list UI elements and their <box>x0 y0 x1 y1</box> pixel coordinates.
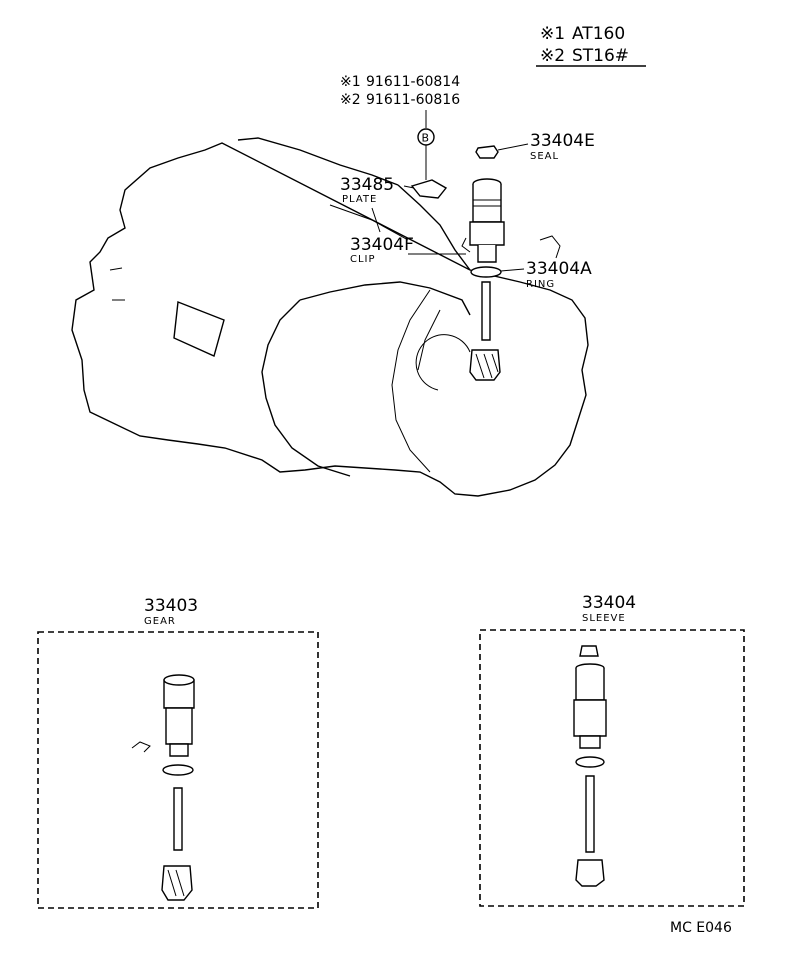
gear-detail-box: 33403 GEAR <box>37 596 319 909</box>
gear-box-name: GEAR <box>144 616 176 627</box>
ring-part: 33404A RING <box>470 259 592 290</box>
housing-outer-outline <box>71 137 589 497</box>
legend-note1-mark: ※1 <box>540 24 565 44</box>
gear-shaft-main <box>469 281 501 381</box>
gear-box-clip <box>131 741 151 753</box>
clip-wire <box>461 235 561 259</box>
gear-teeth-lines <box>475 353 499 379</box>
gear-box-teeth <box>161 865 193 901</box>
sleeve-box-shaft <box>585 775 595 853</box>
sleeve-box-gear <box>575 859 605 887</box>
figure-code: MC E046 <box>670 920 732 936</box>
gear-box-number: 33403 <box>144 596 198 616</box>
gear-box-sleeve-tip <box>169 743 189 757</box>
sleeve-box-frame <box>479 629 745 907</box>
clip-part: 33404F CLIP <box>350 235 466 265</box>
clip-number: 33404F <box>350 235 414 255</box>
ring-leader <box>500 268 525 272</box>
legend-note2-text: ST16# <box>572 46 629 66</box>
gear-box-frame <box>37 631 319 909</box>
gear-shaft-rod <box>481 281 491 341</box>
transmission-housing <box>71 137 589 497</box>
seal-part: 33404E SEAL <box>475 131 595 162</box>
seal-shape <box>475 145 499 159</box>
bolt-part-numbers: ※1 91611-60814 ※2 91611-60816 B <box>340 74 460 180</box>
plate-leader <box>403 185 415 189</box>
housing-port-window <box>173 301 225 357</box>
bolt-ref2-number: 91611-60816 <box>366 92 460 108</box>
legend-note2-mark: ※2 <box>540 46 565 66</box>
bolt-circle-letter: B <box>422 132 430 145</box>
housing-inner-contour <box>391 289 441 473</box>
sleeve-box-lower <box>573 699 607 737</box>
sleeve-box-tip <box>579 735 601 749</box>
sleeve-box-number: 33404 <box>582 593 636 613</box>
sleeve-box-upper <box>575 668 605 701</box>
seal-name: SEAL <box>530 151 559 162</box>
gear-box-sleeve-cap <box>163 674 195 686</box>
housing-inner-arc <box>415 334 471 391</box>
seal-number: 33404E <box>530 131 595 151</box>
plate-name: PLATE <box>342 194 377 205</box>
sleeve-assembly-main <box>461 178 561 263</box>
legend-note1-text: AT160 <box>572 24 625 44</box>
gear-box-sleeve-body <box>165 707 193 745</box>
sleeve-upper-body <box>472 184 502 223</box>
plate-name-leader <box>371 207 381 233</box>
seal-leader <box>497 143 529 151</box>
housing-bell-outline <box>261 281 471 477</box>
plate-number: 33485 <box>340 175 394 195</box>
sleeve-lower-body <box>469 221 505 246</box>
bolt-ref2-mark: ※2 <box>340 92 361 108</box>
sleeve-box-seal <box>579 645 599 657</box>
model-legend: ※1 AT160 ※2 ST16# <box>536 24 646 67</box>
bolt-ref1-mark: ※1 <box>340 74 361 90</box>
bolt-ref1-number: 91611-60814 <box>366 74 460 90</box>
gear-box-ring <box>162 764 194 776</box>
clip-name: CLIP <box>350 254 376 265</box>
plate-part: 33485 PLATE <box>340 175 448 233</box>
sleeve-box-ring <box>575 756 605 768</box>
sleeve-box-name: SLEEVE <box>582 613 626 624</box>
sleeve-grooves <box>473 199 501 207</box>
housing-rib <box>109 204 409 301</box>
ring-number: 33404A <box>526 259 592 279</box>
sleeve-detail-box: 33404 SLEEVE <box>479 593 745 907</box>
plate-shape <box>410 179 448 199</box>
gear-box-teeth-lines <box>167 869 185 897</box>
gear-box-shaft <box>173 787 183 851</box>
sleeve-tip <box>477 245 497 263</box>
ring-name: RING <box>526 279 555 290</box>
ring-shape <box>470 266 502 278</box>
